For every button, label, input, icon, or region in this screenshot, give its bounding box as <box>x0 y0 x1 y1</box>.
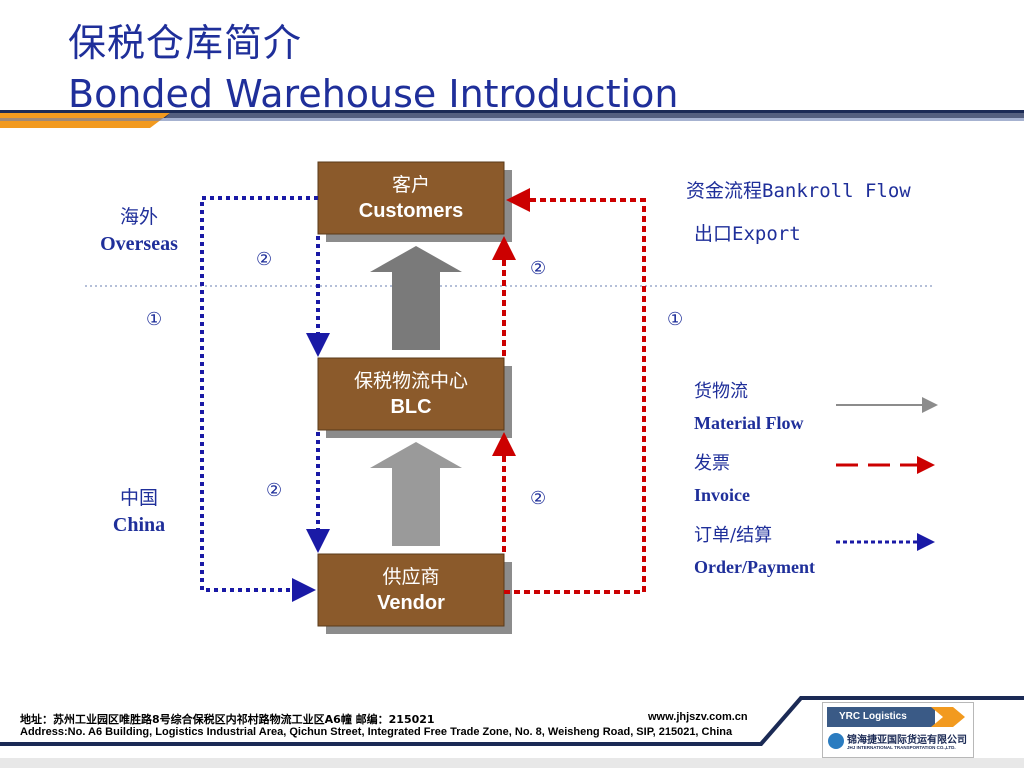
customers-box <box>317 161 505 235</box>
region-overseas-en: Overseas <box>100 233 178 255</box>
customers-label: 客户 Customers <box>318 172 504 224</box>
bankroll-flow-title: 资金流程Bankroll Flow <box>686 180 911 202</box>
step-marker-2-blue-upper: ② <box>256 249 273 270</box>
step-marker-2-red-upper: ② <box>530 258 547 279</box>
footer-address-english: Address:No. A6 Building, Logistics Indus… <box>20 726 733 738</box>
step-marker-1-red: ① <box>667 309 684 330</box>
title-english: Bonded Warehouse Introduction <box>68 72 679 116</box>
region-china: 中国 China <box>84 485 194 539</box>
legend-order-zh: 订单/结算 <box>694 525 773 546</box>
logo-brand-banner: YRC Logistics <box>827 707 935 727</box>
export-label: 出口Export <box>694 223 801 245</box>
vendor-box <box>317 553 505 627</box>
header-band <box>0 110 1024 128</box>
logo-company-name-en: JHJ INTERNATIONAL TRANSPORTATION CO.,LTD… <box>847 745 956 750</box>
legend-invoice-en: Invoice <box>694 485 750 505</box>
vendor-label-en: Vendor <box>377 592 445 614</box>
region-china-en: China <box>112 514 166 536</box>
blc-label-en: BLC <box>390 396 432 418</box>
step-marker-1-blue: ① <box>146 309 163 330</box>
legend-material-zh: 货物流 <box>694 381 748 402</box>
invoice-flow-outer <box>504 188 646 594</box>
step-marker-2-blue-lower: ② <box>266 480 283 501</box>
blc-box <box>317 357 505 431</box>
material-arrow-upper <box>370 246 462 350</box>
order-flow-outer <box>200 196 318 602</box>
company-logo: YRC Logistics 锦海捷亚国际货运有限公司 JHJ INTERNATI… <box>822 702 974 758</box>
region-overseas: 海外 Overseas <box>84 204 194 258</box>
customers-label-zh: 客户 <box>391 174 430 196</box>
vendor-label: 供应商 Vendor <box>318 564 504 616</box>
logo-company-name-zh: 锦海捷亚国际货运有限公司 <box>847 735 967 746</box>
legend-order-en: Order/Payment <box>694 557 815 577</box>
footer-address-chinese: 地址：苏州工业园区唯胜路8号综合保税区内祁村路物流工业区A6幢 邮编：21502… <box>20 713 435 726</box>
footer-band <box>0 696 1024 768</box>
logo-globe-icon <box>828 733 844 749</box>
blc-label: 保税物流中心 BLC <box>318 368 504 420</box>
logo-chevron-icon <box>931 707 965 727</box>
material-arrow-lower <box>370 442 462 546</box>
region-overseas-zh: 海外 <box>119 206 158 228</box>
blc-label-zh: 保税物流中心 <box>353 370 468 392</box>
vendor-label-zh: 供应商 <box>382 566 440 588</box>
footer-website-link[interactable]: www.jhjszv.com.cn <box>648 711 748 723</box>
title-chinese: 保税仓库简介 <box>68 21 303 65</box>
region-china-zh: 中国 <box>119 487 158 509</box>
step-marker-2-red-lower: ② <box>530 488 547 509</box>
legend-material-en: Material Flow <box>694 413 804 433</box>
customers-label-en: Customers <box>358 200 464 222</box>
legend-invoice-zh: 发票 <box>694 453 730 474</box>
